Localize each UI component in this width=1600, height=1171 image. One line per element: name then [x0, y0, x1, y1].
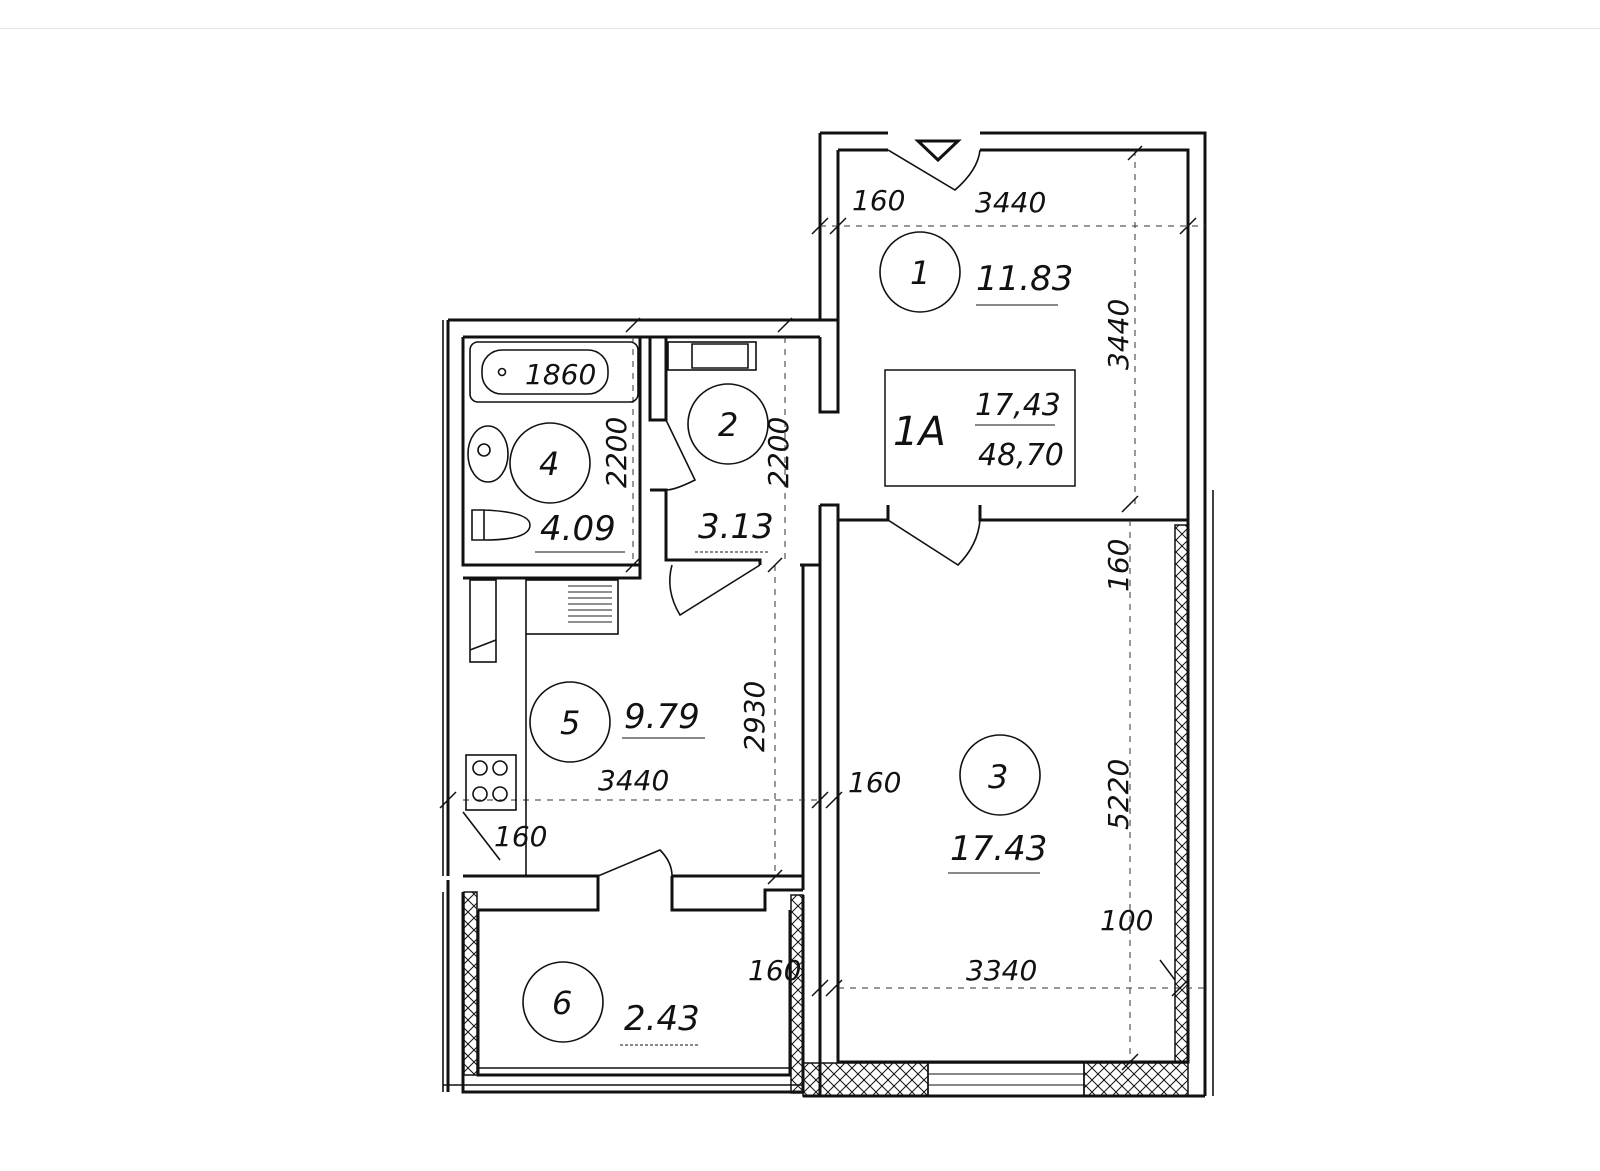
walls: [442, 131, 1214, 1098]
room-number-1: 1: [910, 254, 930, 292]
room-area-3: 17.43: [950, 829, 1047, 869]
dim-r3-right-wall: 100: [1100, 904, 1153, 937]
bathtub: [469, 341, 639, 403]
kitchen-sink-icon: [525, 579, 619, 635]
dimension-guides: [463, 150, 1205, 1062]
sink-icon: [467, 425, 509, 483]
room-markers: [509, 231, 1041, 1043]
dim-bath-length: 1860: [525, 358, 596, 391]
room-area-1: 11.83: [976, 259, 1073, 299]
entrance-marker-icon: [914, 139, 962, 163]
room-area-6: 2.43: [624, 999, 700, 1039]
dim-r1-wall: 160: [852, 184, 905, 217]
apartment-living-area: 17,43: [975, 388, 1061, 423]
dimension-ticks: [439, 145, 1197, 1071]
fridge: [469, 579, 497, 663]
room-area-5: 9.79: [624, 697, 700, 737]
top-divider: [0, 28, 1600, 29]
dim-r5-left-wall: 160: [494, 820, 547, 853]
room-area-2: 3.13: [698, 507, 774, 547]
dim-r5-width: 3440: [598, 764, 669, 797]
room-number-2: 2: [718, 406, 738, 444]
hatched-walls: [463, 524, 1189, 1097]
fixtures: [465, 341, 757, 876]
dim-r2-height: 2200: [762, 417, 795, 488]
toilet-icon: [471, 509, 531, 541]
dim-r4-height: 2200: [600, 417, 633, 488]
dim-r1-height: 3440: [1102, 299, 1135, 370]
apartment-total-area: 48,70: [978, 438, 1064, 473]
dim-r6-wall: 160: [748, 954, 801, 987]
apartment-summary-box: [884, 369, 1076, 487]
apartment-code: 1A: [893, 409, 946, 455]
room-number-3: 3: [988, 758, 1008, 796]
room-number-4: 4: [539, 445, 559, 483]
dim-r3-top-wall: 160: [1102, 539, 1135, 592]
dim-r3-left-wall: 160: [848, 766, 901, 799]
room-area-4: 4.09: [540, 509, 616, 549]
washing-machine: [667, 341, 757, 371]
dim-r3-height: 5220: [1102, 759, 1135, 830]
stove-icon: [465, 754, 517, 811]
dim-r1-width: 3440: [975, 186, 1046, 219]
room-number-6: 6: [552, 984, 572, 1022]
dim-r3-width: 3340: [966, 954, 1037, 987]
room-number-5: 5: [560, 704, 580, 742]
dim-r5-height: 2930: [738, 681, 771, 752]
door-swings: [462, 139, 981, 910]
